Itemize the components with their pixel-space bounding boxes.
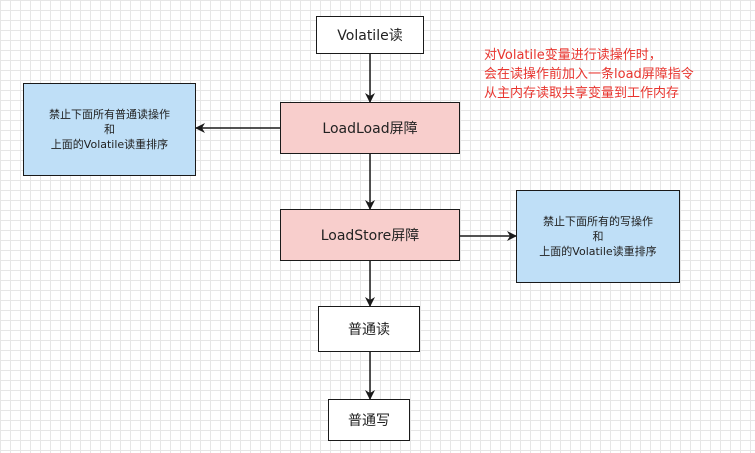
node-normal-write-label: 普通写 <box>348 413 390 429</box>
note-loadstore: 禁止下面所有的写操作 和 上面的Volatile读重排序 <box>516 190 680 283</box>
node-volatile-read-label: Volatile读 <box>337 28 403 44</box>
node-normal-write: 普通写 <box>328 399 410 441</box>
note-loadstore-line-3: 上面的Volatile读重排序 <box>539 245 657 258</box>
node-loadstore-label: LoadStore屏障 <box>320 228 420 244</box>
annotation-line-3: 从主内存读取共享变量到工作内存 <box>484 86 680 101</box>
node-loadstore-barrier: LoadStore屏障 <box>280 209 460 261</box>
node-normal-read: 普通读 <box>318 306 420 352</box>
annotation-text: 对Volatile变量进行读操作时， 会在读操作前加入一条load屏障指令 从主… <box>484 46 694 103</box>
node-volatile-read: Volatile读 <box>316 16 424 54</box>
annotation-line-2: 会在读操作前加入一条load屏障指令 <box>484 67 694 82</box>
node-loadload-barrier: LoadLoad屏障 <box>280 102 460 154</box>
note-loadstore-line-1: 禁止下面所有的写操作 <box>543 215 653 228</box>
note-loadload-line-1: 禁止下面所有普通读操作 <box>49 108 170 121</box>
note-loadload-line-2: 和 <box>104 123 115 136</box>
annotation-line-1: 对Volatile变量进行读操作时， <box>484 48 662 63</box>
note-loadstore-line-2: 和 <box>592 230 604 243</box>
node-normal-read-label: 普通读 <box>348 322 390 338</box>
note-loadload-line-3: 上面的Volatile读重排序 <box>50 138 169 151</box>
node-loadload-label: LoadLoad屏障 <box>322 121 418 137</box>
note-loadload: 禁止下面所有普通读操作 和 上面的Volatile读重排序 <box>23 83 196 176</box>
